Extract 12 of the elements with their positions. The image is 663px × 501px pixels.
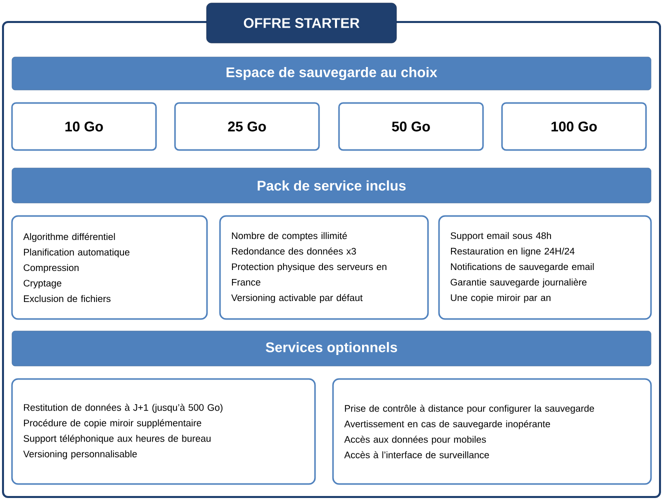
feature-list-box: Support email sous 48h Restauration en ligne 24H/24 Notifications de sauvegarde email Garantie sauvegarde journalière Une copie miroir par an [438,215,652,320]
section-banner: Espace de sauvegarde au choix [12,56,652,90]
section-banner: Pack de service inclus [12,168,652,204]
feature-list-box: Restitution de données à J+1 (jusqu’à 500 Go) Procédure de copie miroir supplémentaire Support téléphonique aux heures de bureau Versioning personnalisable [11,378,316,485]
feature-list-box: Algorithme différentiel Planification automatique Compression Cryptage Exclusion de fichiers [11,215,208,320]
option-box: 50 Go [338,102,484,151]
feature-list-box: Prise de contrôle à distance pour configurer la sauvegarde Avertissement en cas de sauvegarde inopérante Accès aux données pour mobiles Accès à l’interface de surveillance [332,378,652,485]
option-box: 25 Go [174,102,320,151]
feature-list-box: Nombre de comptes illimité Redondance des données x3 Protection physique des serveurs en France Versioning activable par défaut [219,215,429,320]
option-box: 10 Go [11,102,157,151]
section-banner: Services optionnels [12,330,652,366]
option-box: 100 Go [501,102,647,151]
